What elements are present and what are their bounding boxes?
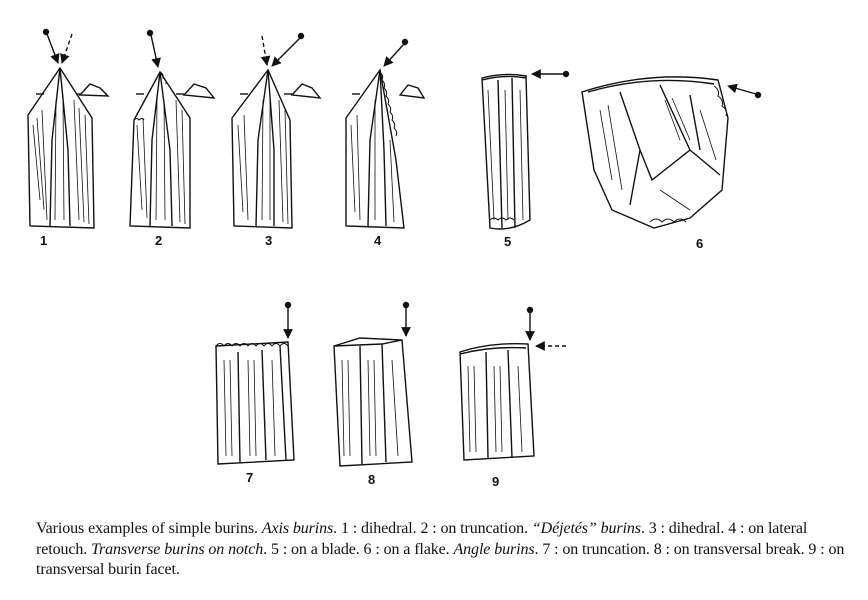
figure-7-angle-burin-truncation <box>215 301 295 465</box>
caption-dejetes-burins: “Déjetés” burins <box>531 520 641 537</box>
figure-6-transverse-burin-flake <box>581 76 762 229</box>
figure-9-label: 9 <box>492 474 499 489</box>
burin-illustrations: 1 2 3 <box>27 28 762 489</box>
figure-3-dejete-burin-dihedral <box>231 32 322 229</box>
caption-axis-burins: Axis burins <box>261 520 334 537</box>
caption-transverse-burins: Transverse burins on notch <box>91 540 264 558</box>
figure-1-label: 1 <box>40 233 47 248</box>
caption-intro: Various examples of simple burins. <box>36 520 262 537</box>
figure-5-transverse-burin-blade <box>481 69 570 230</box>
caption-axis-items: . 1 : dihedral. 2 : on truncation. <box>333 520 532 537</box>
caption-angle-items: . 7 : on truncation. 8 : on transversal … <box>36 540 845 579</box>
figure-4-dejete-burin-lateral-retouch <box>345 38 426 229</box>
caption-angle-burins: Angle burins <box>453 540 535 558</box>
caption-transverse-items: . 5 : on a blade. 6 : on a flake. <box>263 540 454 558</box>
figure-5-label: 5 <box>504 234 511 249</box>
figure-7-label: 7 <box>246 470 253 485</box>
figure-4-label: 4 <box>374 233 382 248</box>
figure-2-label: 2 <box>155 233 162 248</box>
figure-caption: Various examples of simple burins. Axis … <box>36 519 856 581</box>
figure-2-axis-burin-truncation <box>129 29 216 229</box>
figure-6-label: 6 <box>696 236 703 251</box>
caption-dejetes-items: . 3 : dihedral. 4 : on lateral retouch. <box>36 520 808 558</box>
figure-8-angle-burin-transversal-break <box>333 301 413 467</box>
figure-3-label: 3 <box>265 233 272 248</box>
figure-9-angle-burin-transversal-facet <box>459 306 566 461</box>
figure-8-label: 8 <box>368 472 375 487</box>
figure-1-axis-burin-dihedral <box>27 28 110 229</box>
